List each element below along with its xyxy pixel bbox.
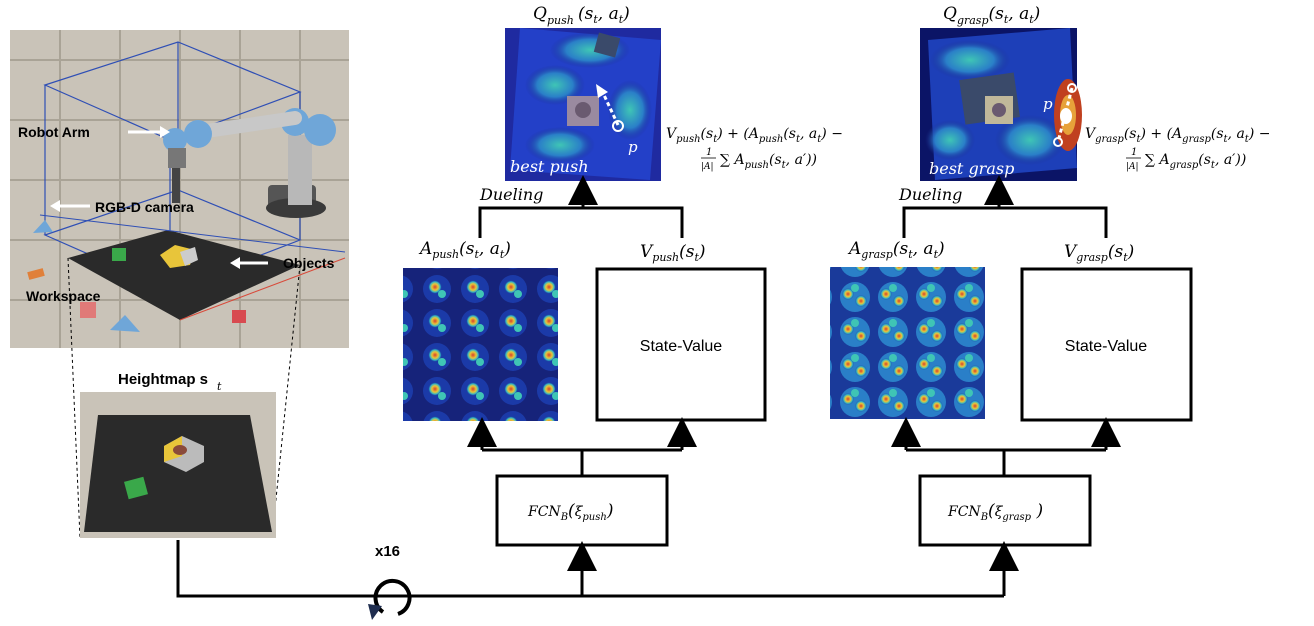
q-push-args: (st, at) (578, 4, 630, 26)
push-state-value-box (595, 267, 767, 422)
grasp-state-value-box (1020, 267, 1193, 422)
fcn-push-box (495, 474, 669, 547)
push-state-value-label: State-Value (640, 338, 723, 355)
heightmap-label: Heightmap s (118, 371, 208, 388)
robot-arm (163, 108, 336, 218)
a-grasp-label: Agrasp(st, at) (847, 239, 945, 261)
projection-right (271, 264, 301, 539)
projection-left (67, 257, 81, 539)
push-branch: Q push (st, at) p best push Vpush(st) + … (403, 4, 843, 547)
q-grasp-heatmap: p best grasp (920, 28, 1082, 181)
push-formula-line2: ∑ Apush(st, a′)) (720, 152, 817, 171)
a-grasp-heatmap-grid (830, 267, 985, 419)
push-formula-frac-den: |A| (701, 162, 714, 172)
fcn-grasp-box (918, 474, 1092, 547)
grasp-formula-line2: ∑ Agrasp(st, a′)) (1145, 152, 1246, 171)
repeat-count-label: x16 (375, 543, 400, 560)
grasp-dueling-label: Dueling (898, 185, 962, 204)
q-push-sub: push (547, 14, 574, 27)
grasp-branch: Qgrasp(st, at) p best grasp Vgrasp(st) +… (830, 4, 1270, 547)
push-formula-frac-num: 1 (706, 147, 712, 158)
push-dueling-label: Dueling (479, 185, 543, 204)
a-push-label: Apush(st, at) (418, 239, 511, 261)
grasp-formula-frac-num: 1 (1131, 147, 1137, 158)
camera-ray (39, 214, 346, 253)
a-push-heatmap-grid (403, 268, 558, 421)
q-push-heatmap: p best push (505, 28, 661, 181)
label-workspace: Workspace (26, 288, 101, 304)
grasp-formula-frac-den: |A| (1126, 162, 1139, 172)
heightmap-image (80, 392, 276, 538)
v-grasp-label: Vgrasp(st) (1064, 242, 1134, 264)
input-feed-lines (176, 540, 1019, 598)
push-formula-line1: Vpush(st) + (Apush(st, at) − (666, 126, 843, 145)
label-objects: Objects (283, 255, 335, 271)
best-grasp-label: best grasp (929, 159, 1014, 178)
scene-objects (27, 220, 246, 332)
v-push-label: Vpush(st) (640, 242, 706, 264)
grasp-formula-line1: Vgrasp(st) + (Agrasp(st, at) − (1085, 126, 1270, 145)
grasp-state-value-label: State-Value (1065, 338, 1148, 355)
repeat-loop-icon (368, 578, 412, 620)
q-push-label: Q (533, 4, 547, 24)
push-point-label: p (628, 138, 638, 156)
simulation-scene: Robot Arm RGB-D camera Objects Workspace (10, 30, 349, 348)
label-robot-arm: Robot Arm (18, 124, 90, 140)
best-push-label: best push (510, 157, 589, 176)
grasp-point-label: p (1043, 95, 1053, 113)
label-camera: RGB-D camera (95, 199, 194, 215)
q-grasp-label: Qgrasp(st, at) (943, 4, 1040, 27)
heightmap-label-sub: t (217, 380, 222, 393)
axis-x (179, 257, 346, 321)
